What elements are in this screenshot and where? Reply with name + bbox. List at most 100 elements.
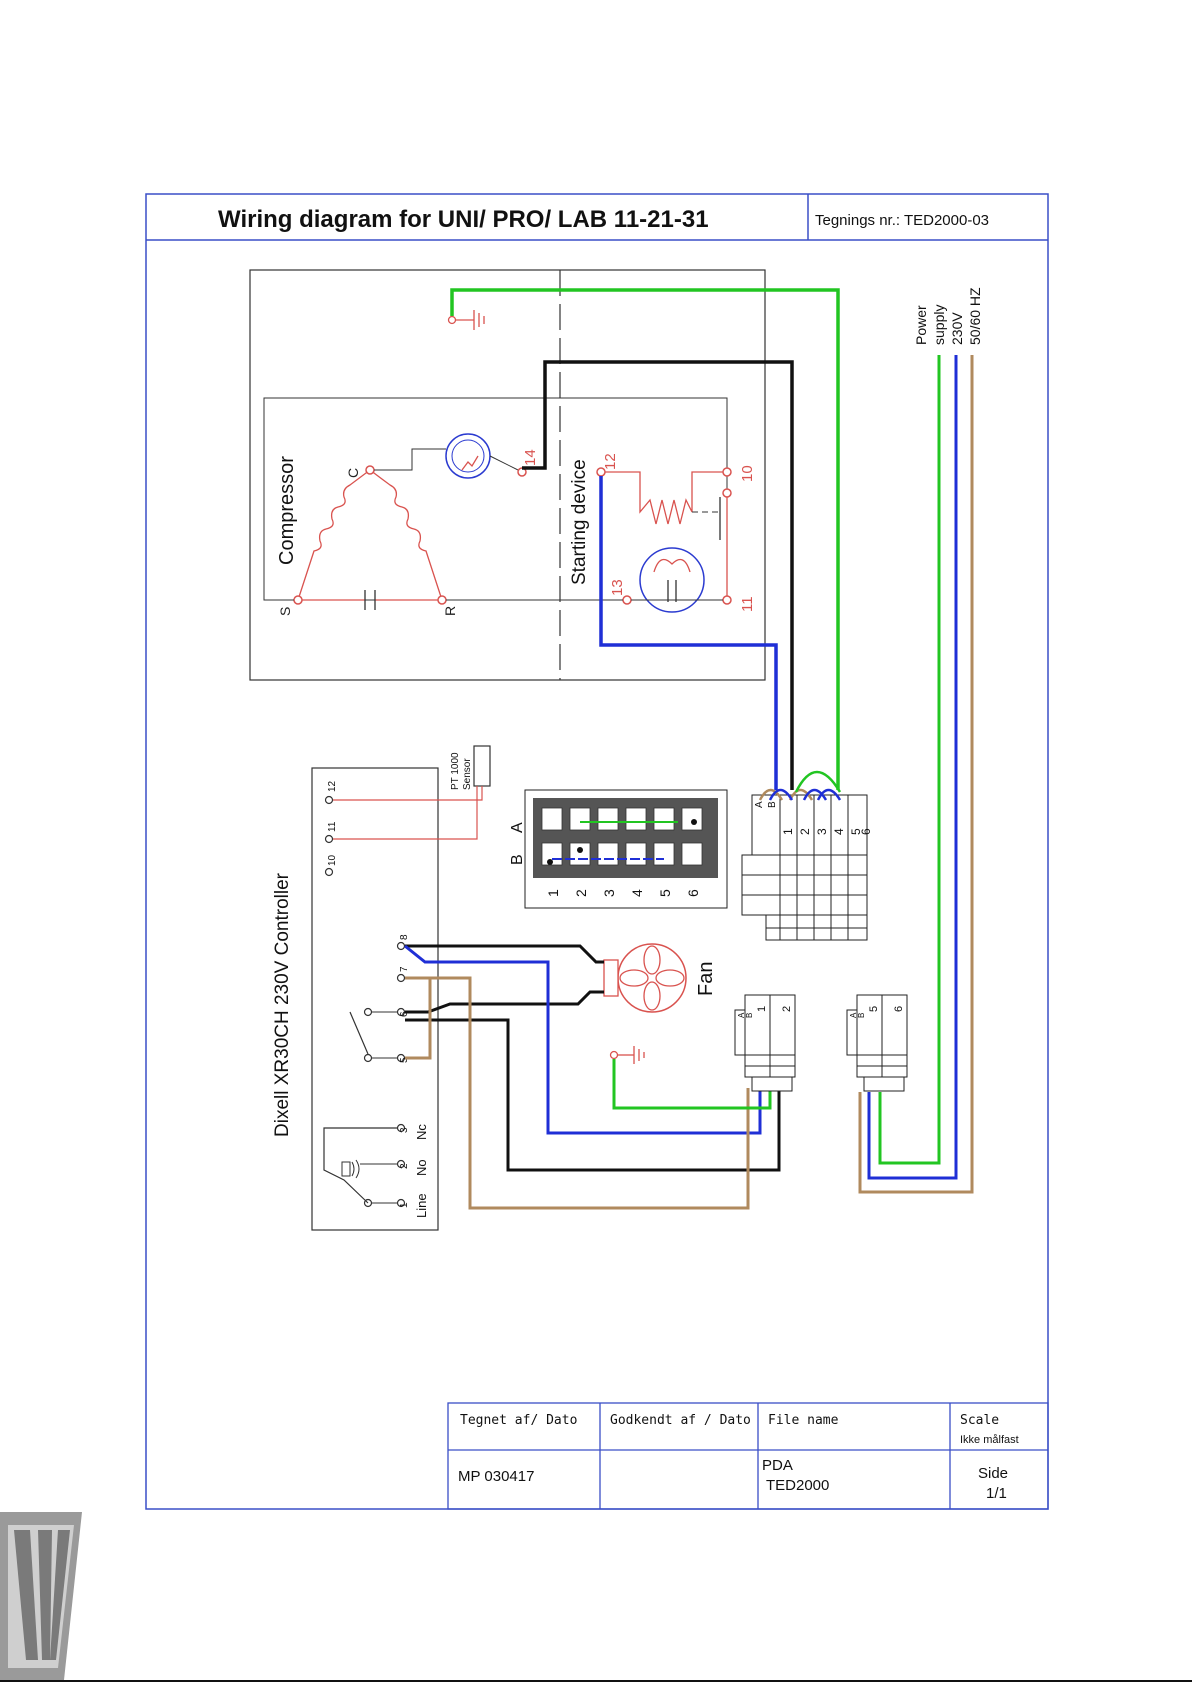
tb-main-col1: 1 — [781, 828, 795, 835]
ctrl-nc: Nc — [414, 1124, 429, 1140]
wire-protector-to-14 — [489, 455, 523, 473]
sensor-line2: Sensor — [462, 758, 473, 790]
ctrl-t11: 11 — [327, 821, 338, 832]
tb-main-col6: 6 — [859, 828, 873, 835]
wire-green-ground — [450, 288, 840, 790]
sensor-line1: PT 1000 — [450, 752, 461, 790]
housing-ground-icon — [447, 310, 485, 330]
power-supply-line3: 230V — [949, 312, 965, 345]
ctrl-t10: 10 — [327, 854, 338, 866]
fan-ground-icon — [609, 1046, 645, 1064]
wire-brown-7 — [405, 976, 750, 1210]
tb-main-col2: 2 — [798, 828, 812, 835]
wire-c-to-protector — [374, 448, 446, 471]
power-supply-line1: Power — [913, 305, 929, 345]
ctrl-t12: 12 — [327, 780, 338, 792]
tb-fan-col1: 1 — [756, 1006, 768, 1012]
controller-box — [311, 767, 439, 1231]
title-block-grid — [447, 1402, 1049, 1510]
ctrl-line: Line — [414, 1193, 429, 1218]
switch-col-2: 2 — [573, 889, 589, 897]
tb-main-col3: 3 — [815, 828, 829, 835]
supply-blue — [867, 355, 958, 1180]
node-c — [365, 465, 375, 475]
wire-blue-12 — [599, 476, 778, 790]
compressor-inner — [263, 397, 728, 601]
sensor-wire-11 — [333, 786, 478, 840]
ctrl-t6: 6 — [399, 1011, 410, 1017]
switch-col-1: 1 — [545, 889, 561, 897]
thermal-protector — [445, 433, 491, 479]
sensor-wire-12 — [333, 786, 483, 801]
footer-side-label: Side — [978, 1465, 1008, 1482]
node-s — [293, 595, 303, 605]
switch-col-3: 3 — [601, 889, 617, 897]
switch-col-5: 5 — [657, 889, 673, 897]
switch-col-6: 6 — [685, 889, 701, 897]
relay-switch-lever — [349, 1011, 369, 1055]
terminal-block-main — [741, 794, 868, 941]
start-relay-coil — [639, 547, 705, 613]
tb-supply-b: B — [857, 1013, 866, 1018]
footer-scale-header: Scale — [960, 1413, 999, 1428]
drawing-number: Tegnings nr.: TED2000-03 — [815, 212, 989, 229]
node-s-label: S — [277, 607, 293, 616]
ptc-resistor — [605, 471, 723, 525]
node-r — [437, 595, 447, 605]
term-14-label: 14 — [522, 449, 539, 466]
relay-coil-icon — [341, 1159, 360, 1179]
supply-brown — [858, 355, 974, 1194]
footer-approved-header: Godkendt af / Dato — [610, 1413, 751, 1428]
term-11-label: 11 — [739, 596, 756, 612]
footer-file-header: File name — [768, 1413, 839, 1428]
company-logo — [0, 1512, 82, 1680]
tb-main-col5: 5 — [849, 828, 863, 835]
term-10b — [722, 488, 732, 498]
tb-supply-col5: 5 — [868, 1006, 880, 1012]
tb-main-b: B — [767, 801, 778, 808]
supply-green — [878, 355, 941, 1165]
tb-fan-col2: 2 — [781, 1006, 793, 1012]
switch-row-a: A — [509, 822, 526, 833]
wire-black-6 — [405, 1018, 781, 1172]
wire-black-fan — [405, 944, 604, 964]
term-13 — [622, 595, 632, 605]
power-supply-line4: 50/60 HZ — [967, 287, 983, 345]
tb-fan-b: B — [745, 1013, 754, 1018]
wire-blue-8 — [404, 944, 762, 1135]
term-10 — [722, 467, 732, 477]
footer-drawn-by-value: MP 030417 — [458, 1468, 534, 1485]
switch-row-b: B — [509, 854, 526, 865]
footer-side-value: 1/1 — [986, 1485, 1007, 1502]
wire-green-fan-ground — [612, 1059, 772, 1110]
fan-icon — [603, 943, 687, 1013]
terminal-block-supply — [846, 994, 908, 1092]
footer-file-value-2: TED2000 — [766, 1477, 829, 1494]
ctrl-t5: 5 — [399, 1057, 410, 1063]
terminal-block-fan — [734, 994, 796, 1092]
footer-drawn-by-header: Tegnet af/ Dato — [460, 1413, 577, 1428]
ctrl-no: No — [414, 1159, 429, 1176]
power-supply-line2: supply — [931, 305, 947, 345]
switch-col-4: 4 — [629, 889, 645, 897]
tb-main-jumpers — [758, 770, 842, 801]
wire-brown-5 — [405, 978, 432, 1060]
wire-black-fan-2 — [405, 990, 604, 1014]
node-c-label: C — [345, 468, 361, 478]
term-12-label: 12 — [602, 453, 619, 470]
ctrl-t3: 3 — [399, 1127, 410, 1133]
tb-main-col4: 4 — [832, 828, 846, 835]
term-13-label: 13 — [609, 579, 626, 596]
compressor-label: Compressor — [276, 456, 298, 565]
drawing-title: Wiring diagram for UNI/ PRO/ LAB 11-21-3… — [218, 206, 709, 233]
controller-label: Dixell XR30CH 230V Controller — [272, 872, 293, 1137]
ctrl-t2: 2 — [399, 1163, 410, 1169]
starting-device-label: Starting device — [569, 459, 590, 585]
compressor-windings — [297, 469, 443, 601]
sensor-body — [473, 745, 491, 787]
node-r-label: R — [442, 606, 458, 616]
switch-block-dots — [547, 819, 697, 865]
term-11 — [722, 595, 732, 605]
footer-file-value-1: PDA — [762, 1457, 793, 1474]
